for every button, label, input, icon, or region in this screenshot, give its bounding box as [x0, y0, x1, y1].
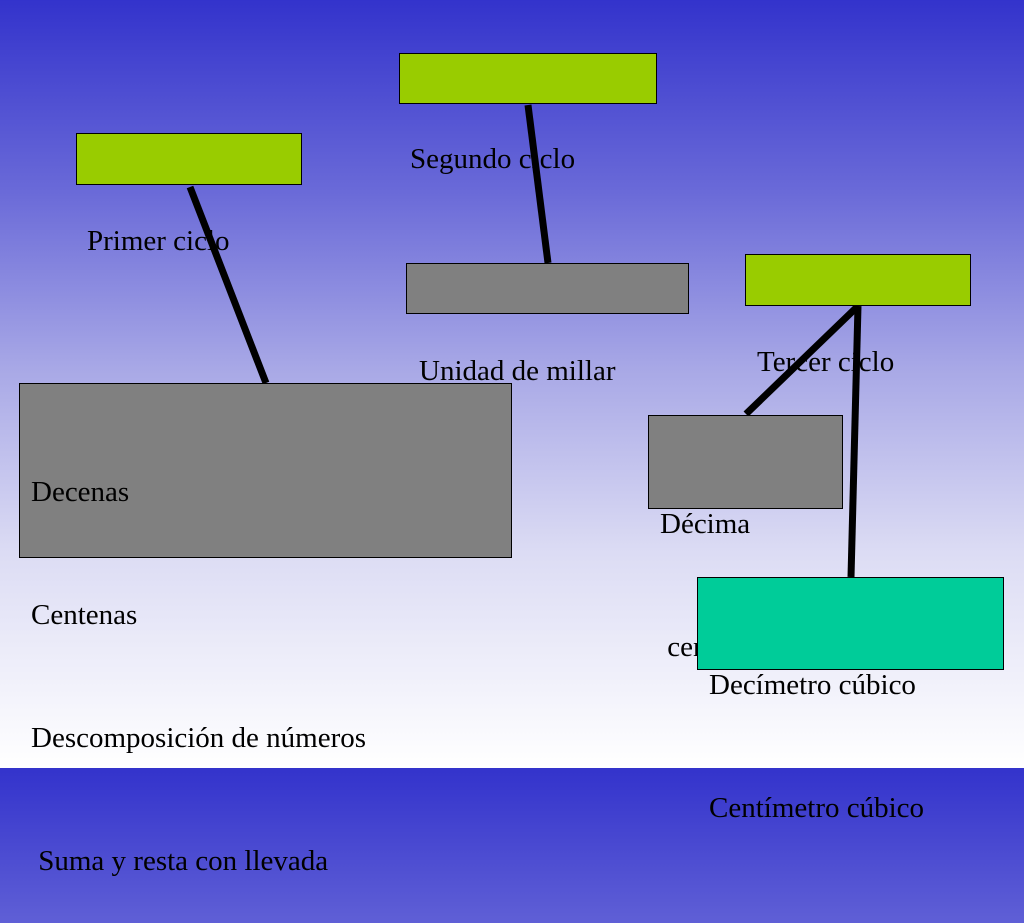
- topic-line: Suma y resta con llevada: [31, 845, 329, 877]
- node-label: Primer ciclo: [87, 225, 230, 257]
- connector-segundo-to-unidad: [524, 104, 552, 264]
- connector-tercer-to-decimetro: [847, 305, 862, 578]
- node-label: Unidad de millar: [419, 355, 616, 387]
- topic-line: Centímetro cúbico: [709, 792, 925, 824]
- node-decimetro-centimetro-cubico: Decímetro cúbico Centímetro cúbico: [697, 577, 1004, 824]
- node-decima-centesima: Décima centésima: [648, 415, 843, 663]
- node-unidad-de-millar: Unidad de millar: [406, 263, 689, 387]
- node-label: Segundo ciclo: [410, 143, 576, 175]
- connector-tercer-to-decima: [743, 303, 861, 417]
- connector-lines: [186, 104, 862, 578]
- node-segundo-ciclo: Segundo ciclo: [399, 53, 657, 175]
- node-label: Tercer ciclo: [757, 346, 895, 378]
- connector-primer-to-topics: [186, 185, 270, 385]
- topic-line: Descomposición de números: [31, 722, 367, 754]
- node-primer-ciclo: Primer ciclo: [76, 133, 302, 257]
- node-primer-ciclo-topics: Decenas Centenas Descomposición de númer…: [19, 383, 512, 877]
- node-tercer-ciclo: Tercer ciclo: [745, 254, 971, 378]
- topic-line: Decenas: [31, 476, 130, 508]
- topic-line: Centenas: [31, 599, 138, 631]
- topic-line: Decímetro cúbico: [709, 669, 916, 701]
- topic-line: Décima: [660, 508, 751, 540]
